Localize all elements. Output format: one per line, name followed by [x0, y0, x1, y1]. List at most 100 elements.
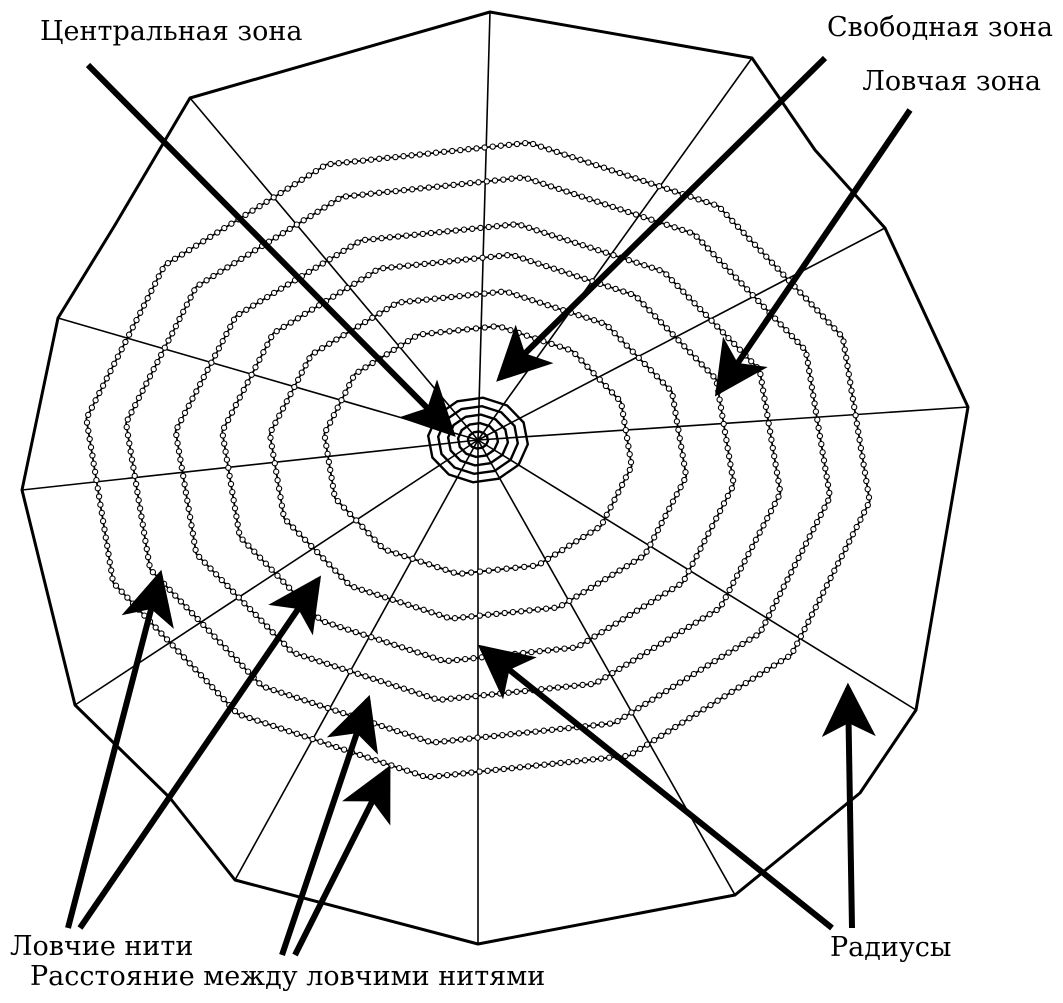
glue-droplet	[233, 402, 238, 407]
glue-droplet	[418, 559, 423, 564]
glue-droplet	[244, 307, 249, 312]
glue-droplet	[850, 532, 855, 537]
glue-droplet	[437, 230, 442, 235]
glue-droplet	[549, 341, 554, 346]
label-central-zone: Центральная зона	[40, 18, 302, 45]
glue-droplet	[401, 686, 406, 691]
glue-droplet	[548, 184, 553, 189]
glue-droplet	[269, 444, 274, 449]
glue-droplet	[201, 375, 206, 380]
glue-droplet	[281, 324, 286, 329]
glue-droplet	[317, 659, 322, 664]
glue-droplet	[722, 429, 727, 434]
glue-droplet	[806, 619, 811, 624]
glue-droplet	[133, 403, 138, 408]
glue-droplet	[329, 201, 334, 206]
glue-droplet	[312, 350, 317, 355]
glue-droplet	[176, 449, 181, 454]
glue-droplet	[165, 261, 170, 266]
glue-droplet	[333, 568, 338, 573]
glue-droplet	[633, 212, 638, 217]
glue-droplet	[193, 667, 198, 672]
glue-droplet	[649, 217, 654, 222]
glue-droplet	[772, 501, 777, 506]
glue-droplet	[844, 355, 849, 360]
glue-droplet	[724, 212, 729, 217]
glue-droplet	[711, 374, 716, 379]
glue-droplet	[693, 356, 698, 361]
glue-droplet	[465, 694, 470, 699]
glue-droplet	[234, 657, 239, 662]
glue-droplet	[248, 607, 253, 612]
glue-droplet	[759, 627, 764, 632]
glue-droplet	[585, 364, 590, 369]
glue-droplet	[159, 631, 164, 636]
glue-droplet	[263, 685, 268, 690]
glue-droplet	[616, 396, 621, 401]
glue-droplet	[407, 299, 412, 304]
glue-droplet	[198, 382, 203, 387]
glue-droplet	[618, 337, 623, 342]
glue-droplet	[613, 621, 618, 626]
glue-droplet	[528, 259, 533, 264]
glue-droplet	[124, 425, 129, 430]
glue-droplet	[181, 309, 186, 314]
glue-droplet	[108, 369, 113, 374]
glue-droplet	[854, 421, 859, 426]
glue-droplet	[687, 230, 692, 235]
glue-droplet	[704, 199, 709, 204]
glue-droplet	[765, 413, 770, 418]
glue-droplet	[691, 671, 696, 676]
glue-droplet	[865, 503, 870, 508]
glue-droplet	[237, 311, 242, 316]
glue-droplet	[678, 680, 683, 685]
glue-droplet	[277, 486, 282, 491]
glue-droplet	[674, 419, 679, 424]
glue-droplet	[232, 261, 237, 266]
glue-droplet	[134, 318, 139, 323]
glue-droplet	[729, 486, 734, 491]
glue-droplet	[693, 620, 698, 625]
glue-droplet	[145, 296, 150, 301]
glue-droplet	[439, 260, 444, 265]
glue-droplet	[231, 589, 236, 594]
glue-droplet	[864, 478, 869, 483]
glue-droplet	[413, 605, 418, 610]
glue-droplet	[130, 325, 135, 330]
glue-droplet	[801, 345, 806, 350]
glue-droplet	[534, 763, 539, 768]
glue-droplet	[229, 221, 234, 226]
glue-droplet	[123, 339, 128, 344]
glue-droplet	[176, 649, 181, 654]
glue-droplet	[394, 684, 399, 689]
glue-droplet	[345, 286, 350, 291]
glue-droplet	[683, 470, 688, 475]
glue-droplet	[553, 552, 558, 557]
glue-droplet	[772, 454, 777, 459]
glue-droplet	[209, 360, 214, 365]
glue-droplet	[599, 756, 604, 761]
glue-droplet	[856, 429, 861, 434]
glue-droplet	[620, 482, 625, 487]
glue-droplet	[326, 459, 331, 464]
glue-droplet	[473, 694, 478, 699]
glue-droplet	[611, 253, 616, 258]
glue-droplet	[727, 454, 732, 459]
glue-droplet	[725, 446, 730, 451]
glue-droplet	[861, 462, 866, 467]
glue-droplet	[469, 570, 474, 575]
glue-droplet	[733, 275, 738, 280]
glue-droplet	[595, 526, 600, 531]
glue-droplet	[738, 566, 743, 571]
glue-droplet	[218, 640, 223, 645]
glue-droplet	[257, 681, 262, 686]
glue-droplet	[490, 290, 495, 295]
glue-droplet	[225, 265, 230, 270]
glue-droplet	[322, 619, 327, 624]
glue-droplet	[242, 601, 247, 606]
glue-droplet	[815, 520, 820, 525]
glue-droplet	[328, 420, 333, 425]
glue-droplet	[505, 253, 510, 258]
glue-droplet	[86, 412, 91, 417]
glue-droplet	[514, 141, 519, 146]
